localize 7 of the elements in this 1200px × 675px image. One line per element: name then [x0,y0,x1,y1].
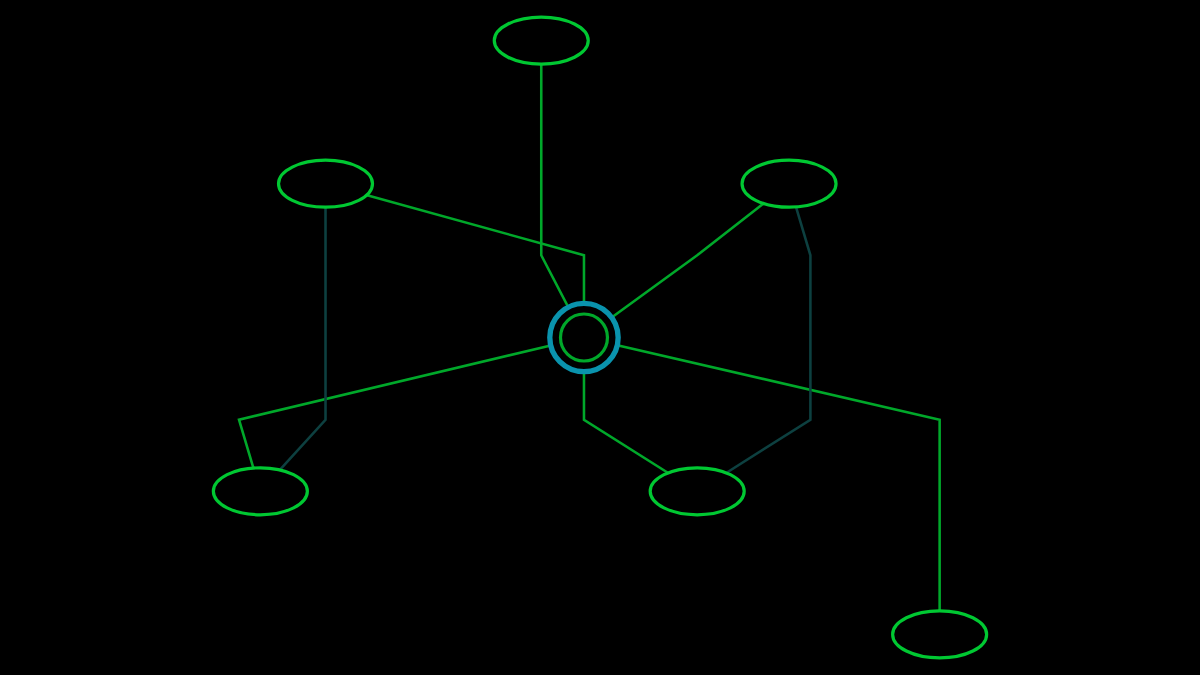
node-ellipse [648,466,746,517]
node-ellipse [211,466,309,517]
node-ellipse [276,158,375,209]
node-ellipse [740,158,838,209]
node-circle [547,300,621,375]
node-ellipse [492,15,590,66]
node-ellipse [891,609,989,660]
